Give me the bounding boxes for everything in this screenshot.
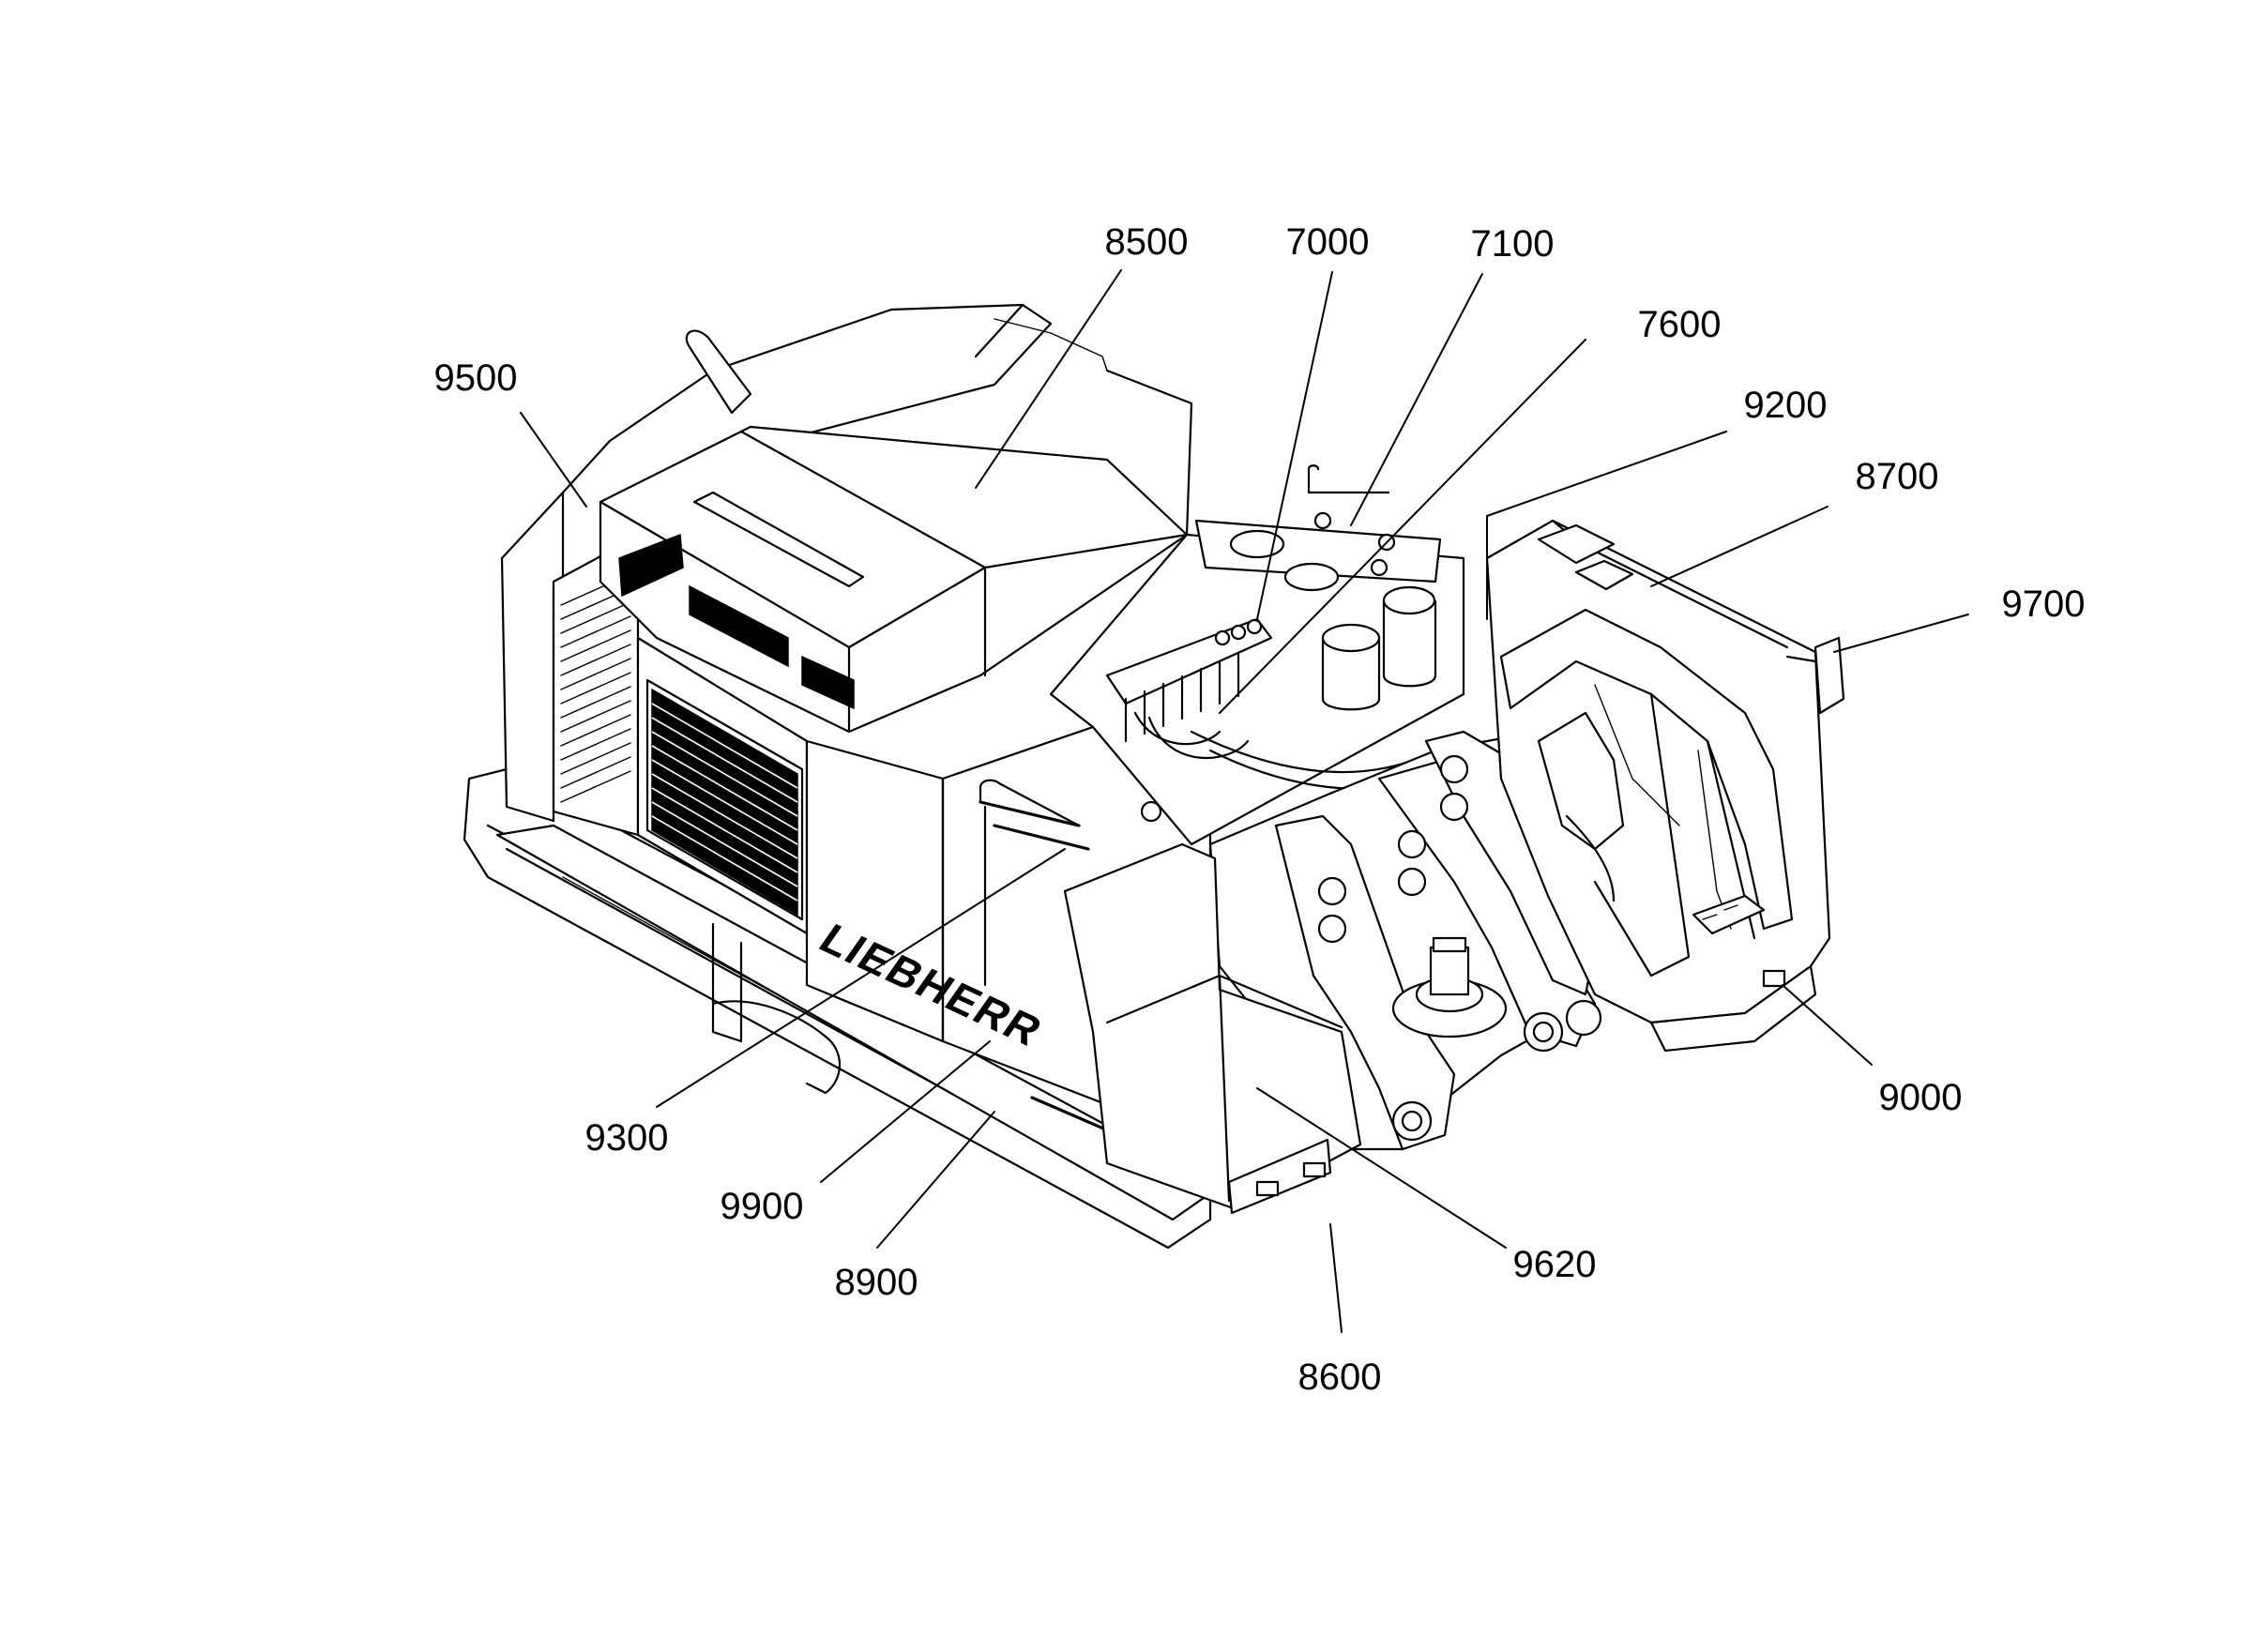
leader-9620	[1256, 1087, 1507, 1249]
callout-8600: 8600	[1297, 1356, 1382, 1398]
engine-hood	[599, 318, 1193, 734]
leader-lines	[520, 269, 1969, 1333]
callout-7100: 7100	[1470, 223, 1555, 265]
callout-9900: 9900	[720, 1186, 804, 1227]
callout-9620: 9620	[1512, 1244, 1597, 1285]
leader-9700	[1833, 614, 1969, 653]
leader-8500	[975, 269, 1122, 489]
control-valve-bank	[1105, 617, 1273, 760]
leader-8700	[1650, 506, 1829, 587]
callout-8700: 8700	[1855, 456, 1939, 497]
callout-9500: 9500	[433, 357, 518, 399]
leader-9200	[1486, 431, 1727, 517]
boom-mount-frame	[1208, 730, 1602, 1151]
leader-7100	[1350, 273, 1483, 526]
callout-9300: 9300	[584, 1117, 669, 1159]
leader-9900	[820, 1040, 991, 1183]
leader-9300	[656, 848, 1066, 1108]
callout-8500: 8500	[1104, 221, 1189, 263]
leader-7600	[1219, 339, 1586, 714]
hydraulic-tank	[1194, 477, 1442, 592]
callout-8900: 8900	[834, 1262, 918, 1303]
leader-8600	[1329, 1223, 1343, 1333]
operator-cab	[1485, 519, 1831, 1053]
swivel-joint	[1391, 936, 1508, 1038]
callout-7600: 7600	[1637, 304, 1722, 345]
filter-canisters	[1321, 585, 1437, 711]
radiator-grille-left	[560, 573, 631, 803]
radiator-grille-right	[651, 688, 798, 917]
callout-9000: 9000	[1878, 1077, 1963, 1118]
leader-7000	[1256, 271, 1333, 620]
handrails	[979, 464, 1320, 827]
hydraulic-valve-area	[1049, 477, 1465, 846]
front-tool-box	[1063, 842, 1362, 1215]
leader-9000	[1782, 984, 1873, 1066]
rear-view-mirror	[1785, 636, 1845, 715]
leader-9500	[520, 412, 587, 508]
hood-vents	[618, 533, 855, 710]
callout-9700: 9700	[2001, 584, 2086, 625]
callout-9200: 9200	[1743, 385, 1828, 426]
leader-8900	[876, 1111, 995, 1249]
callout-7000: 7000	[1285, 221, 1370, 263]
